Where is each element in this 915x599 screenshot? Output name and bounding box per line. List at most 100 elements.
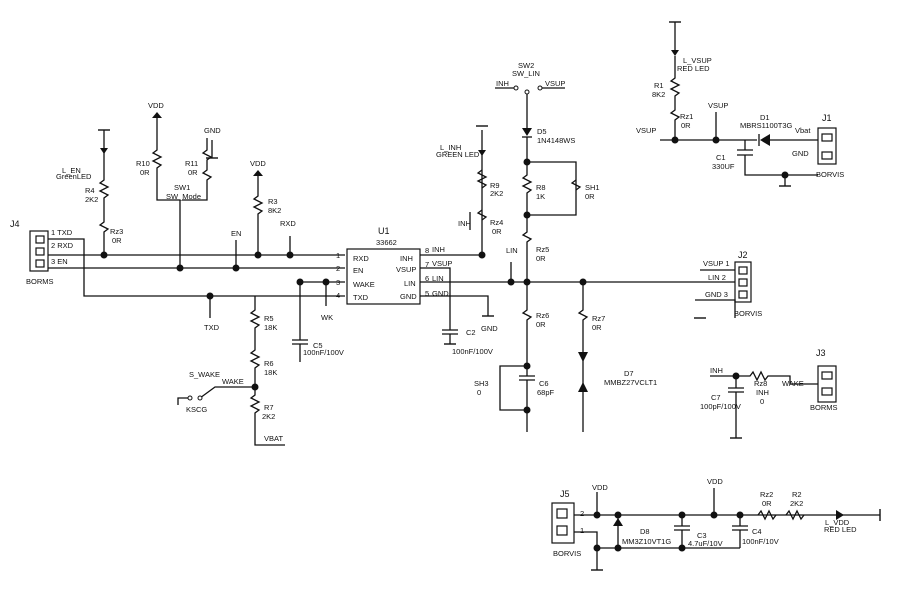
res-r8-rz5 (521, 137, 533, 282)
rz3-value: 0R (112, 236, 122, 245)
r5-value: 18K (264, 323, 277, 332)
wire-gnd (420, 295, 489, 316)
r6-ref: R6 (264, 359, 274, 368)
u1-pin8-num: 8 (425, 246, 429, 255)
wake-label: WAKE (222, 377, 244, 386)
rz5-ref: Rz5 (536, 245, 549, 254)
c6-ref: C6 (539, 379, 549, 388)
txd-label: TXD (204, 323, 220, 332)
res-rz6-cap-c6 (519, 282, 535, 432)
c1-ref: C1 (716, 153, 726, 162)
inh-label-1: INH (458, 219, 471, 228)
r7-value: 2K2 (262, 412, 275, 421)
res-r1-rz1 (669, 56, 681, 140)
rz3-ref: Rz3 (110, 227, 123, 236)
r7-ref: R7 (264, 403, 274, 412)
rz1-value: 0R (681, 121, 691, 130)
rz7-value: 0R (592, 323, 602, 332)
d8-ref: D8 (640, 527, 650, 536)
res-r4-rz3 (98, 150, 110, 255)
sw2-ref: SW2 (518, 61, 534, 70)
r1-ref: R1 (654, 81, 664, 90)
u1-pin2-name: EN (353, 266, 363, 275)
rxd-label: RXD (280, 219, 296, 228)
wire-vsup-c2 (420, 267, 451, 330)
j3-ref: J3 (816, 348, 826, 358)
c7-value: 100pF/100V (700, 402, 741, 411)
vdd-label-right: VDD (707, 477, 723, 486)
sh3-value: 0 (477, 388, 481, 397)
u1-pin4-name: TXD (353, 293, 369, 302)
c3-value: 4.7uF/10V (688, 539, 723, 548)
inh-label-j3: INH (710, 366, 723, 375)
j5-ref: J5 (560, 489, 570, 499)
ic-u1: U1 33662 1 RXD 2 EN 3 WAKE 4 TXD 8 INH 7… (336, 226, 429, 305)
u1-net-lin: LIN (432, 274, 444, 283)
res-r3 (252, 176, 264, 255)
l-vsup-value: RED LED (677, 64, 710, 73)
u1-ref: U1 (378, 226, 390, 236)
r5-ref: R5 (264, 314, 274, 323)
rz4-ref: Rz4 (490, 218, 503, 227)
c4-value: 100nF/10V (742, 537, 779, 546)
l-inh-value: GREEN LED (436, 150, 480, 159)
r8-value: 1K (536, 192, 545, 201)
j2-footprint: BORVIS (734, 309, 762, 318)
u1-pin1-num: 1 (336, 251, 340, 260)
d7-value: MMBZ27VCLT1 (604, 378, 657, 387)
u1-pin5-name: GND (400, 292, 417, 301)
cap-c2 (442, 329, 458, 344)
res-rz7 (577, 282, 589, 432)
connector-j1: J1 BORVIS (816, 113, 844, 179)
r4-ref: R4 (85, 186, 95, 195)
r10-value: 0R (140, 168, 150, 177)
sh1-value: 0R (585, 192, 595, 201)
vsup-label-j1: VSUP (636, 126, 656, 135)
d5-ref: D5 (537, 127, 547, 136)
rz2-ref: Rz2 (760, 490, 773, 499)
sw1-ref: SW1 (174, 183, 190, 192)
j4-pin1: 1 TXD (51, 228, 73, 237)
r1-value: 8K2 (652, 90, 665, 99)
wk-label: WK (321, 313, 333, 322)
vdd-label-2: VDD (250, 159, 266, 168)
d7-ref: D7 (624, 369, 634, 378)
j5-pin2: 2 (580, 509, 584, 518)
connector-j2: J2 BORVIS VSUP 1 LIN 2 GND 3 (703, 250, 762, 318)
rz5-value: 0R (536, 254, 546, 263)
l-vdd-value: RED LED (824, 525, 857, 534)
l-vsup-ref: L_VSUP (683, 56, 712, 65)
connector-j4: J4 BORMS 1 TXD 2 RXD 3 EN (10, 219, 74, 286)
r2-value: 2K2 (790, 499, 803, 508)
connector-j3: J3 BORMS (810, 348, 838, 412)
rz8-ref: Rz8 (754, 379, 767, 388)
sw2-right-label: VSUP (545, 79, 565, 88)
u1-pin2-num: 2 (336, 264, 340, 273)
r11-value: 0R (188, 168, 198, 177)
j5-pin1: 1 (580, 526, 584, 535)
vbat-label-j1: Vbat (795, 126, 811, 135)
sh3-ref: SH3 (474, 379, 489, 388)
u1-pin6-name: LIN (404, 279, 416, 288)
u1-pin6-num: 6 (425, 274, 429, 283)
junction-dots (100, 136, 789, 552)
rz4-value: 0R (492, 227, 502, 236)
gnd-label-u1: GND (481, 324, 498, 333)
res-r11 (182, 138, 213, 201)
rz7-ref: Rz7 (592, 314, 605, 323)
j4-pin3: 3 EN (51, 257, 68, 266)
u1-net-vsup: VSUP (432, 259, 452, 268)
d5-value: 1N4148WS (537, 136, 575, 145)
r9-ref: R9 (490, 181, 500, 190)
s-wake-label: S_WAKE (189, 370, 220, 379)
j4-footprint: BORMS (26, 277, 54, 286)
j2-pin2: LIN 2 (708, 273, 726, 282)
r4-value: 2K2 (85, 195, 98, 204)
u1-net-gnd: GND (432, 289, 449, 298)
u1-pin3-name: WAKE (353, 280, 375, 289)
u1-pin7-num: 7 (425, 260, 429, 269)
vbat-label: VBAT (264, 434, 283, 443)
gnd-label-sw1: GND (204, 126, 221, 135)
c7-ref: C7 (711, 393, 721, 402)
j5-footprint: BORVIS (553, 549, 581, 558)
